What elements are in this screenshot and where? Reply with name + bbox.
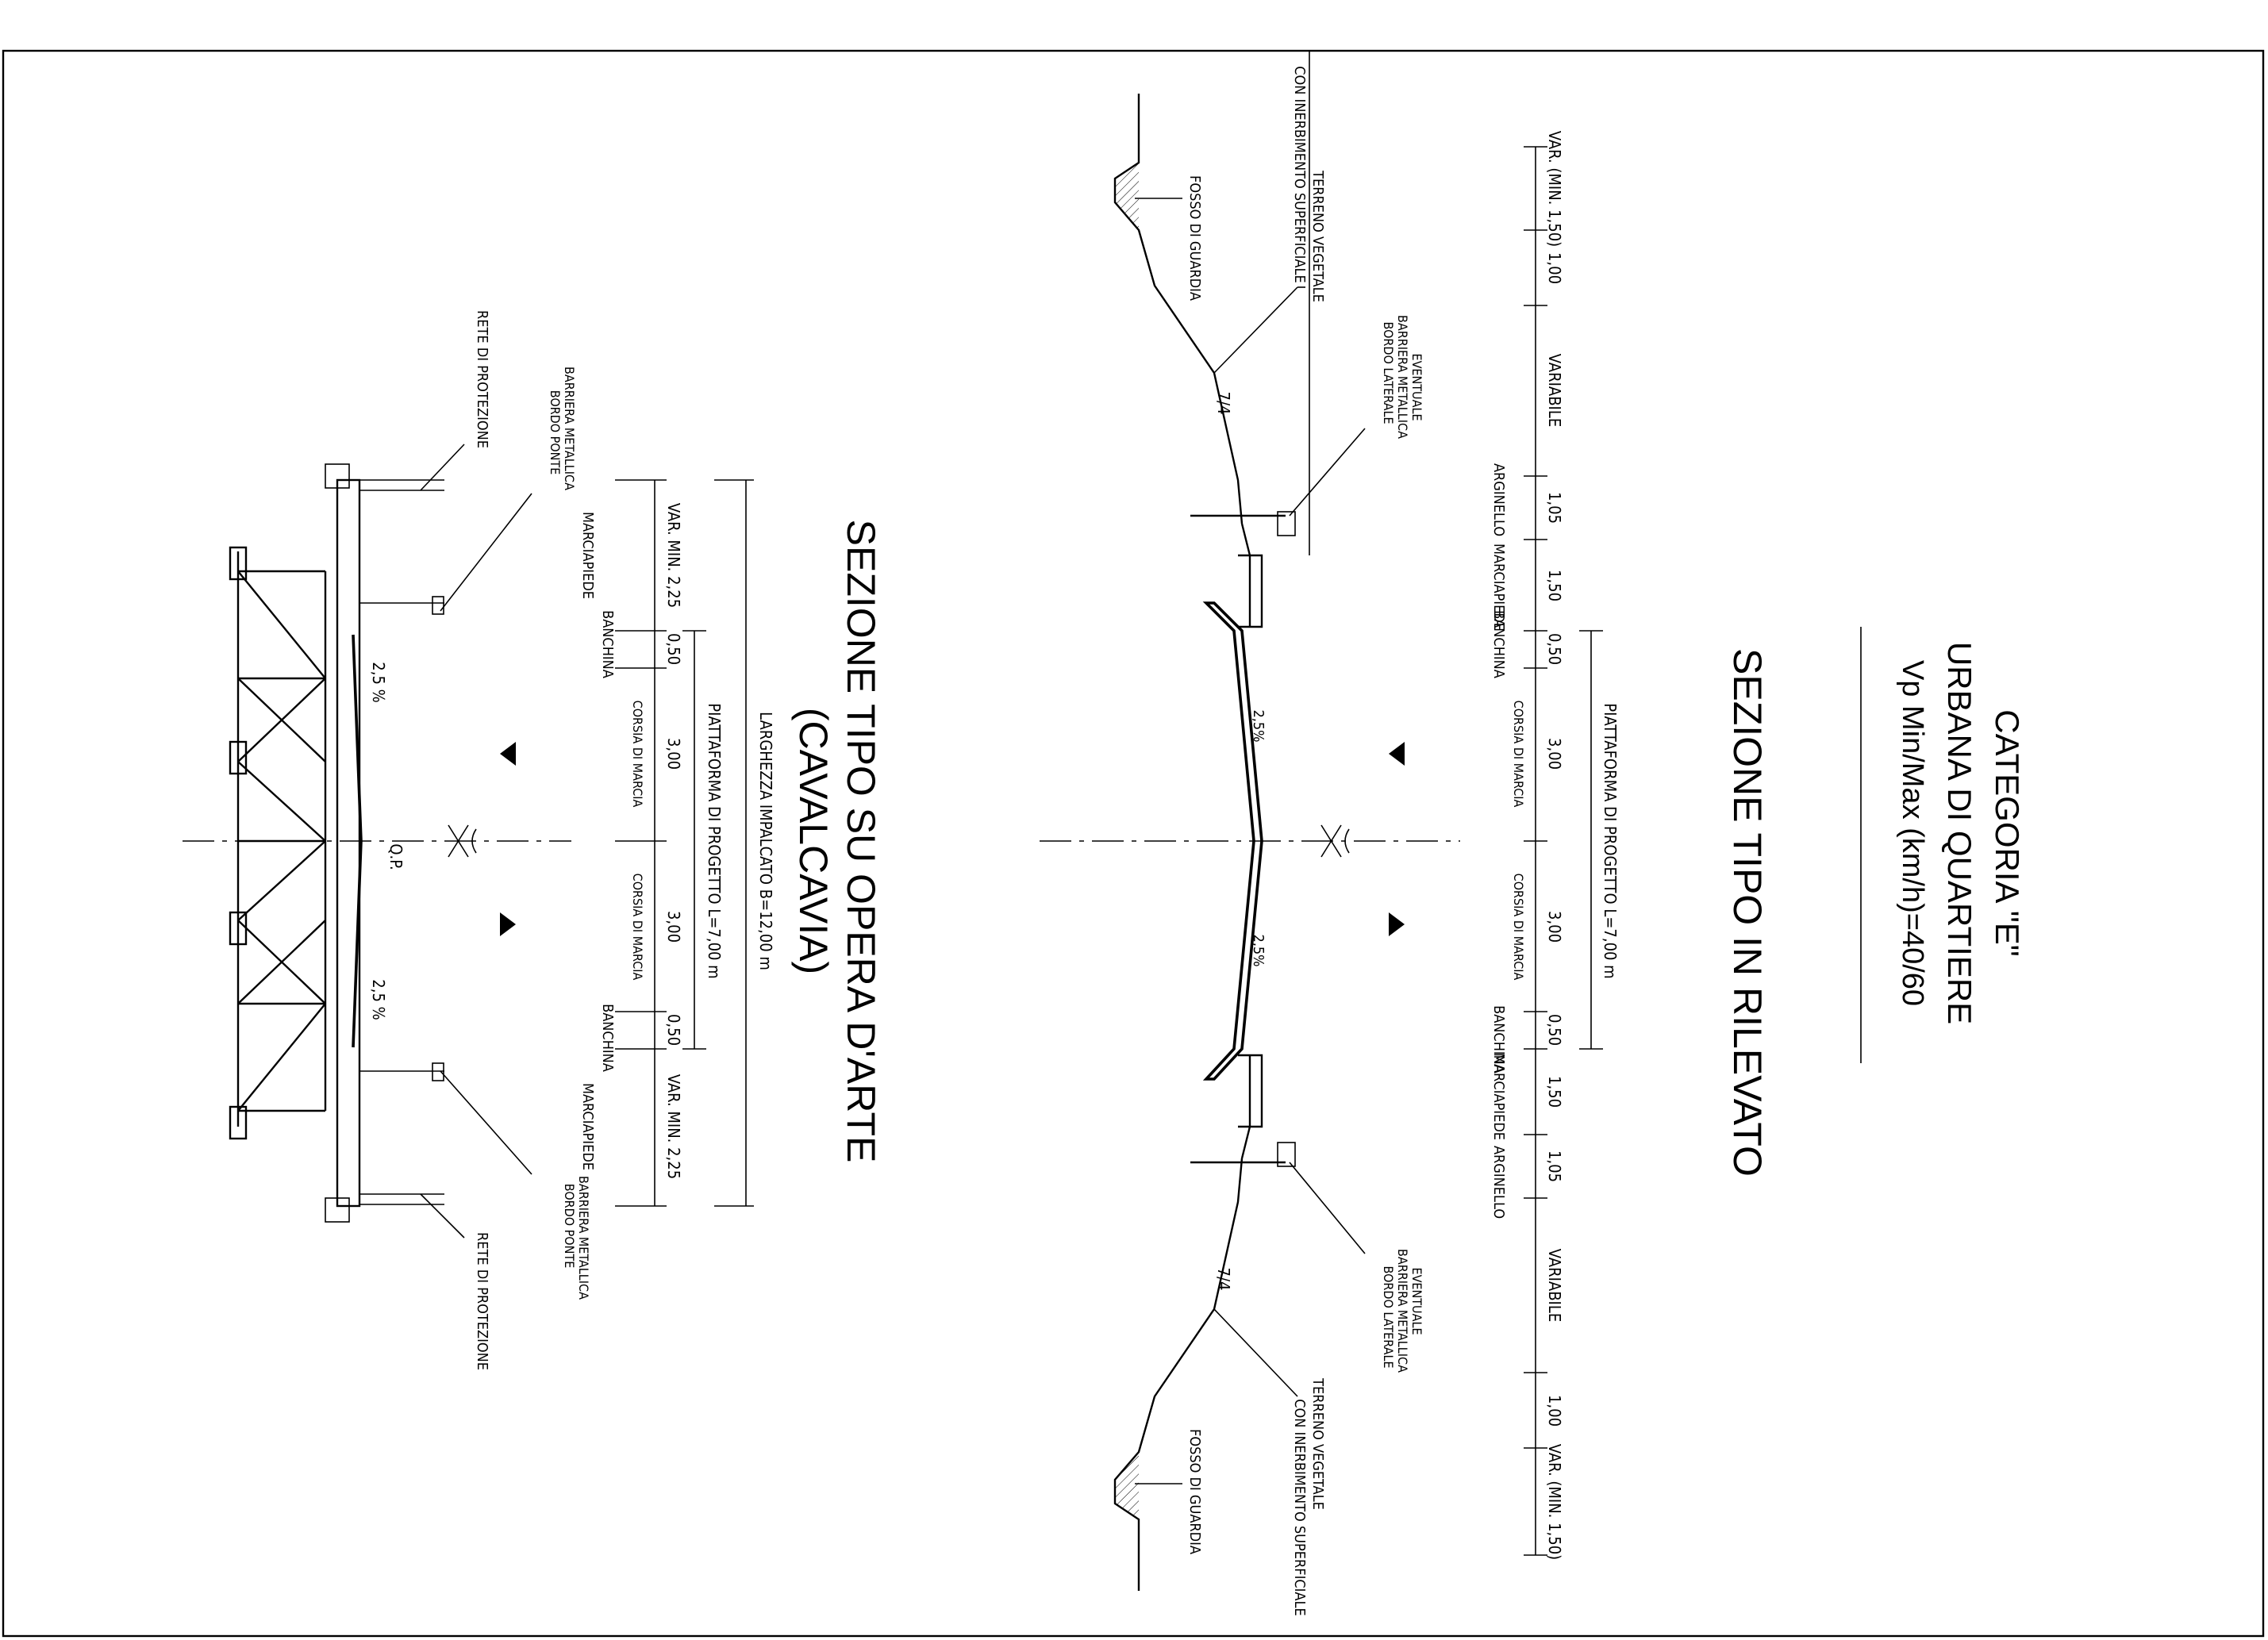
- embankment-shoulder-bottom: [1238, 1054, 1263, 1159]
- axis-label: Q.P.: [386, 843, 406, 870]
- slope-label: 2,5%: [1250, 934, 1267, 966]
- embankment-title: SEZIONE TIPO IN RILEVATO: [1725, 648, 1770, 1177]
- category-line3: Vp Min/Max (km/h)=40/60: [1896, 660, 1929, 1006]
- note-barrier-bottom-2: BARRIERA METALLICA: [1395, 1249, 1410, 1373]
- note-bridge-barrier-bottom-2: BORDO PONTE: [562, 1184, 577, 1269]
- bridge-dim-value: 3,00: [664, 911, 683, 943]
- embankment-dimension-chain: VAR. (MIN. 1,50) 1,00 VARIABILE 1,05 1,5…: [1490, 131, 1620, 1560]
- note-ditch-top: FOSSO DI GUARDIA: [1186, 175, 1203, 301]
- lane-arrow: [1389, 742, 1405, 766]
- note-bridge-barrier-top-2: BORDO PONTE: [548, 390, 563, 475]
- note-barrier-top-1: EVENTUALE: [1409, 353, 1424, 421]
- note-ditch-bottom: FOSSO DI GUARDIA: [1186, 1429, 1203, 1554]
- bridge-title-2: (CAVALCAVIA): [791, 708, 836, 974]
- bank-slope-label: 7/4: [1214, 1268, 1233, 1291]
- note-barrier-top-2: BARRIERA METALLICA: [1395, 315, 1410, 439]
- bridge-dim-value: 0,50: [664, 1014, 683, 1046]
- protection-net: [359, 479, 444, 1205]
- embankment-section: SEZIONE TIPO IN RILEVATO VA: [1040, 66, 1770, 1616]
- dim-value: VARIABILE: [1545, 1249, 1564, 1322]
- bridge-leader-lines: [420, 444, 532, 1239]
- bridge-platform-label: PIATTAFORMA DI PROGETTO L=7,00 m: [705, 703, 724, 978]
- road-surface: [1202, 601, 1263, 1081]
- truss-girder: [229, 546, 327, 1140]
- dim-label: CORSIA DI MARCIA: [1511, 874, 1526, 981]
- category-line2: URBANA DI QUARTIERE: [1941, 642, 1978, 1024]
- axis-symbol: [1320, 824, 1350, 858]
- lane-arrow: [1389, 912, 1405, 936]
- dim-value: 0,50: [1545, 1014, 1564, 1046]
- note-terrain-bottom-1: TERRENO VEGETALE: [1309, 1377, 1326, 1510]
- barrier-block-top: [1277, 511, 1296, 536]
- bridge-dim-label: MARCIAPIEDE: [579, 1083, 596, 1170]
- bridge-dim-value: 0,50: [664, 633, 683, 665]
- dim-value: 1,50: [1545, 1076, 1564, 1108]
- note-terrain-bottom-2: CON INERBIMENTO SUPERFICIALE: [1291, 1399, 1308, 1616]
- bridge-dim-value: VAR. MIN. 2,25: [664, 503, 683, 608]
- bridge-slope-label: 2,5 %: [369, 979, 388, 1020]
- dim-value: 3,00: [1545, 738, 1564, 770]
- terrain-profile-top: [1113, 94, 1244, 524]
- platform-label: PIATTAFORMA DI PROGETTO L=7,00 m: [1601, 703, 1620, 978]
- note-net-top: RETE DI PROTEZIONE: [474, 310, 490, 448]
- bridge-title-1: SEZIONE TIPO SU OPERA D'ARTE: [839, 520, 883, 1163]
- category-block: CATEGORIA "E" URBANA DI QUARTIERE Vp Min…: [1860, 627, 2026, 1063]
- deck-end-block: [325, 463, 350, 489]
- note-bridge-barrier-bottom-1: BARRIERA METALLICA: [576, 1176, 591, 1300]
- bridge-dim-label: CORSIA DI MARCIA: [630, 874, 645, 981]
- dim-label: MARCIAPIEDE: [1490, 543, 1507, 631]
- note-barrier-bottom-1: EVENTUALE: [1409, 1267, 1424, 1335]
- dim-label: ARGINELLO: [1490, 1146, 1507, 1219]
- deck-slab: [336, 478, 361, 1208]
- dim-label: ARGINELLO: [1490, 463, 1507, 536]
- embankment-shoulder-top: [1238, 523, 1263, 628]
- dim-value: 1,50: [1545, 570, 1564, 601]
- bridge-lane-arrow: [500, 912, 516, 936]
- bridge-dim-value: VAR. MIN. 2,25: [664, 1074, 683, 1179]
- slope-label: 2,5%: [1250, 709, 1267, 742]
- bridge-dim-label: MARCIAPIEDE: [579, 512, 596, 599]
- dim-value: VAR. (MIN. 1,50): [1545, 1444, 1564, 1560]
- dim-label: BANCHINA: [1490, 1005, 1507, 1073]
- bridge-lane-arrow: [500, 742, 516, 766]
- terrain-hatch-bottom: [1115, 1452, 1139, 1519]
- bank-slope-label: 7/4: [1214, 392, 1233, 415]
- dim-value: 0,50: [1545, 633, 1564, 665]
- deck-end-block: [325, 1197, 350, 1223]
- dim-label: MARCIAPIEDE: [1490, 1053, 1507, 1140]
- note-net-bottom: RETE DI PROTEZIONE: [474, 1232, 490, 1370]
- deck-width-label: LARGHEZZA IMPALCATO B=12,00 m: [756, 712, 775, 970]
- dim-value: 1,05: [1545, 1150, 1564, 1182]
- bridge-dim-value: 3,00: [664, 738, 683, 770]
- terrain-profile-bottom: [1113, 1158, 1244, 1591]
- note-terrain-top-1: TERRENO VEGETALE: [1309, 170, 1326, 302]
- dim-label: BANCHINA: [1490, 610, 1507, 678]
- leader-lines: [1135, 198, 1366, 1484]
- bridge-dim-label: BANCHINA: [599, 1004, 616, 1072]
- dim-value: 1,00: [1545, 252, 1564, 284]
- bridge-slope-label: 2,5 %: [369, 662, 388, 702]
- barrier-block-bottom: [1277, 1142, 1296, 1167]
- dim-value: VARIABILE: [1545, 354, 1564, 427]
- bridge-dim-label: BANCHINA: [599, 610, 616, 678]
- note-barrier-top-3: BORDO LATERALE: [1381, 321, 1396, 424]
- note-barrier-bottom-3: BORDO LATERALE: [1381, 1266, 1396, 1368]
- bridge-section: SEZIONE TIPO SU OPERA D'ARTE (CAVALCAVIA…: [183, 310, 883, 1370]
- terrain-hatch-top: [1115, 163, 1139, 230]
- bridge-axis-symbol: [448, 824, 477, 858]
- dim-value: VAR. (MIN. 1,50): [1545, 131, 1564, 247]
- category-line1: CATEGORIA "E": [1989, 709, 2026, 956]
- dim-value: 3,00: [1545, 911, 1564, 943]
- dim-label: CORSIA DI MARCIA: [1511, 701, 1526, 808]
- bridge-dim-label: CORSIA DI MARCIA: [630, 701, 645, 808]
- bridge-pavement: [352, 634, 363, 1048]
- dim-value: 1,00: [1545, 1395, 1564, 1427]
- note-terrain-top-2: CON INERBIMENTO SUPERFICIALE: [1291, 66, 1308, 283]
- note-bridge-barrier-top-1: BARRIERA METALLICA: [562, 367, 577, 490]
- sheet-border: [2, 49, 2265, 1638]
- dim-value: 1,05: [1545, 492, 1564, 524]
